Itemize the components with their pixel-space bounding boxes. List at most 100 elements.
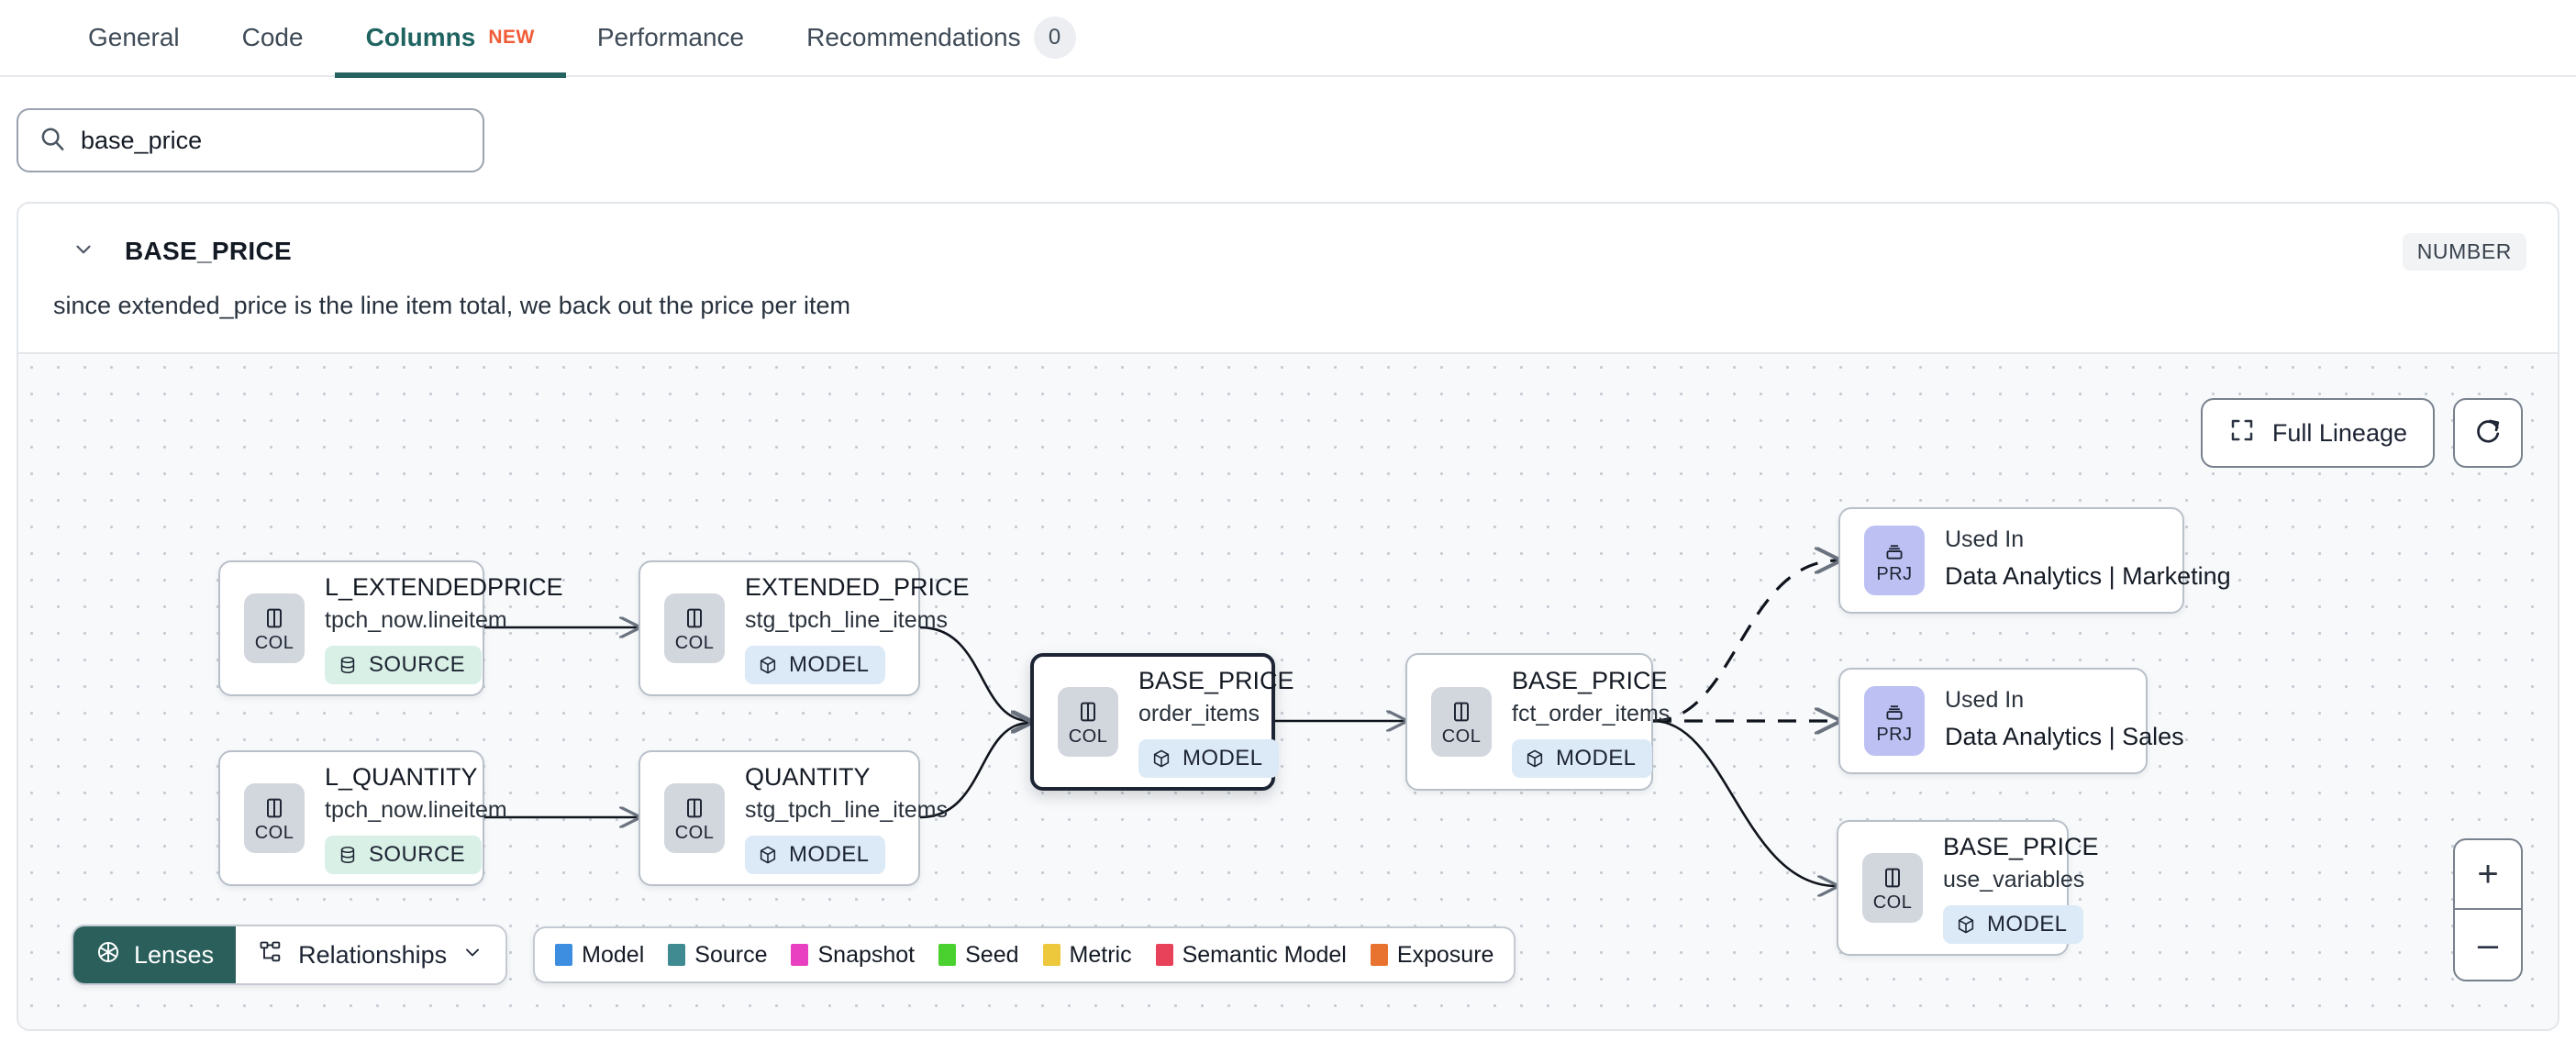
node-kind-pill: MODEL [745, 836, 886, 875]
search-value: base_price [81, 126, 203, 154]
col-icon-chip: COL [664, 593, 725, 663]
lineage-node-project[interactable]: PRJ Used In Data Analytics | Marketing [1838, 507, 2231, 614]
recommendations-count-badge: 0 [1033, 17, 1076, 59]
legend-item-source: Source [668, 942, 767, 969]
tab-label: Recommendations [806, 23, 1021, 51]
prj-icon-chip: PRJ [1864, 686, 1925, 756]
canvas-top-controls: Full Lineage [2200, 398, 2523, 468]
node-body: EXTENDED_PRICE stg_tpch_line_items MODEL [725, 572, 988, 685]
edge-n4-n5 [919, 723, 1030, 819]
full-lineage-button[interactable]: Full Lineage [2200, 398, 2435, 468]
node-name: EXTENDED_PRICE [745, 572, 970, 601]
legend-swatch [1370, 944, 1388, 966]
tab-label: Columns [365, 23, 476, 51]
col-icon-chip: COL [244, 783, 305, 853]
col-icon-chip: COL [1431, 687, 1492, 757]
legend-swatch [1155, 944, 1173, 966]
legend-item-exposure: Exposure [1370, 941, 1494, 969]
legend-item-seed: Seed [938, 941, 1019, 969]
lineage-node[interactable]: COL BASE_PRICE use_variables MODEL [1837, 820, 2099, 956]
legend-label: Semantic Model [1182, 941, 1347, 968]
legend-label: Seed [965, 941, 1019, 968]
relationships-button[interactable]: Relationships [236, 926, 506, 983]
node-chip-label: PRJ [1876, 563, 1913, 584]
node-pill-label: MODEL [789, 652, 870, 678]
page-title: BASE_PRICE [125, 237, 292, 265]
node-pill-label: MODEL [1987, 912, 2068, 937]
node-body: QUANTITY stg_tpch_line_items MODEL [725, 762, 966, 875]
node-name: QUANTITY [745, 762, 871, 791]
lineage-canvas[interactable]: COL L_EXTENDEDPRICE tpch_now.lineitem SO… [18, 352, 2558, 1029]
new-badge: NEW [488, 27, 535, 48]
node-project-name: Data Analytics | Marketing [1945, 562, 2231, 591]
tab-columns[interactable]: Columns NEW [334, 0, 567, 78]
node-pill-label: MODEL [1183, 746, 1263, 771]
lineage-node[interactable]: COL EXTENDED_PRICE stg_tpch_line_items M… [638, 560, 970, 696]
tab-code[interactable]: Code [211, 0, 335, 76]
node-body: Used In Data Analytics | Marketing [1925, 526, 2249, 595]
edge-n6-n7 [1652, 560, 1838, 723]
lineage-node[interactable]: COL QUANTITY stg_tpch_line_items MODEL [638, 750, 948, 886]
aperture-icon [95, 939, 121, 971]
legend-swatch [555, 944, 573, 966]
node-body: BASE_PRICE use_variables MODEL [1923, 832, 2117, 945]
tab-general[interactable]: General [57, 0, 211, 76]
col-icon-chip: COL [1862, 853, 1923, 923]
legend-label: Source [694, 941, 768, 968]
node-chip-label: PRJ [1876, 724, 1913, 745]
lineage-node-focused[interactable]: COL BASE_PRICE order_items MODEL [1030, 653, 1294, 791]
node-name: L_EXTENDEDPRICE [325, 572, 563, 601]
node-chip-label: COL [674, 632, 715, 653]
legend-item-model: Model [555, 942, 644, 969]
node-chip-label: COL [1068, 726, 1108, 747]
node-body: BASE_PRICE fct_order_items MODEL [1492, 666, 1688, 779]
node-kind-pill: SOURCE [325, 646, 483, 685]
search-area: base_price [0, 77, 2576, 172]
node-usedin-label: Used In [1945, 526, 2025, 553]
node-sub: use_variables [1943, 866, 2085, 892]
legend: Model Source Snapshot Seed Metric [533, 926, 1516, 983]
node-chip-label: COL [1441, 726, 1482, 747]
node-pill-label: SOURCE [369, 652, 466, 678]
node-chip-label: COL [254, 632, 294, 653]
hierarchy-icon [258, 939, 283, 971]
legend-item-metric: Metric [1042, 942, 1132, 969]
legend-swatch [791, 944, 809, 966]
node-sub: fct_order_items [1512, 700, 1671, 726]
node-body: L_EXTENDEDPRICE tpch_now.lineitem SOURCE [305, 572, 582, 685]
zoom-controls: + – [2453, 838, 2523, 981]
lenses-label: Lenses [134, 940, 215, 969]
node-name: BASE_PRICE [1138, 666, 1294, 694]
zoom-out-button[interactable]: – [2477, 924, 2499, 965]
lineage-node[interactable]: COL L_QUANTITY tpch_now.lineitem SOURCE [218, 750, 507, 886]
tab-recommendations[interactable]: Recommendations 0 [775, 0, 1106, 76]
lineage-node[interactable]: COL L_EXTENDEDPRICE tpch_now.lineitem SO… [218, 560, 563, 696]
edge-n6-n9 [1652, 719, 1837, 886]
lenses-button[interactable]: Lenses [73, 926, 237, 983]
legend-item-snapshot: Snapshot [791, 942, 915, 969]
legend-swatch [938, 944, 957, 966]
node-chip-label: COL [674, 822, 715, 843]
node-kind-pill: MODEL [745, 646, 886, 685]
tab-label: General [88, 23, 180, 51]
tab-performance[interactable]: Performance [566, 0, 775, 76]
prj-icon-chip: PRJ [1864, 526, 1925, 595]
lineage-node[interactable]: COL BASE_PRICE fct_order_items MODEL [1405, 653, 1670, 791]
legend-label: Exposure [1396, 941, 1494, 968]
node-project-name: Data Analytics | Sales [1945, 723, 2184, 751]
chevron-down-icon [461, 941, 483, 970]
node-name: BASE_PRICE [1512, 666, 1668, 694]
refresh-icon [2472, 416, 2504, 451]
column-panel: BASE_PRICE NUMBER since extended_price i… [17, 202, 2559, 1031]
lineage-node-project[interactable]: PRJ Used In Data Analytics | Sales [1838, 668, 2184, 774]
node-body: Used In Data Analytics | Sales [1925, 686, 2203, 756]
search-input[interactable]: base_price [17, 108, 484, 172]
chevron-down-icon[interactable] [72, 238, 95, 266]
col-icon-chip: COL [1058, 687, 1118, 757]
node-sub: tpch_now.lineitem [325, 796, 507, 823]
lineage-edges [484, 354, 2558, 1029]
zoom-in-button[interactable]: + [2455, 840, 2521, 910]
node-name: L_QUANTITY [325, 762, 478, 791]
refresh-button[interactable] [2453, 398, 2523, 468]
node-name: BASE_PRICE [1943, 832, 2099, 860]
